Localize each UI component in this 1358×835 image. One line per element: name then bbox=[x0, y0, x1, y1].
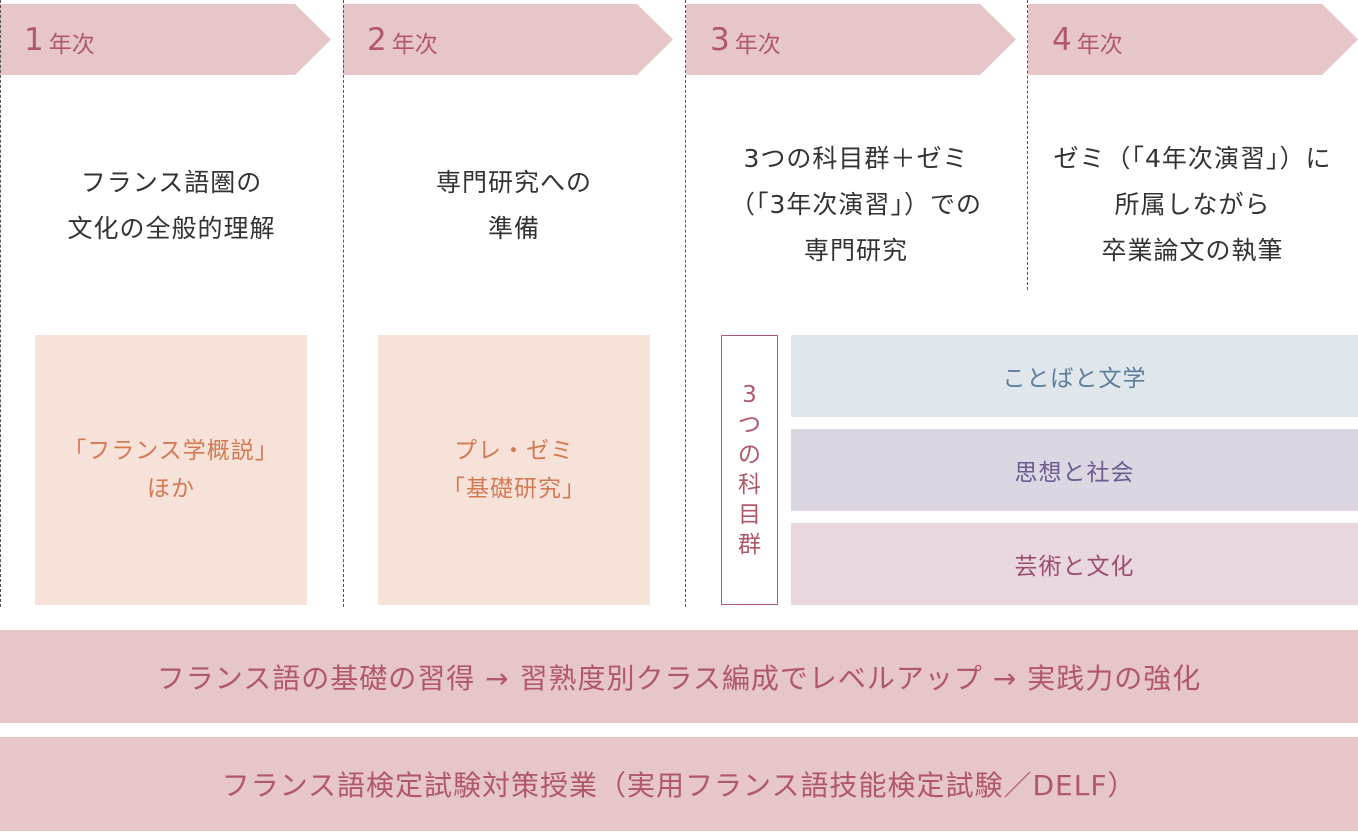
subject-group-thought-society: 思想と社会 bbox=[791, 429, 1358, 511]
language-skills-band: フランス語の基礎の習得 → 習熟度別クラス編成でレベルアップ → 実践力の強化 bbox=[0, 630, 1358, 723]
subject-group-label-char: 科 bbox=[738, 472, 761, 498]
year-3-description-line-1: 3つの科目群＋ゼミ bbox=[743, 144, 969, 173]
subject-group-language-literature-label: ことばと文学 bbox=[1002, 366, 1147, 392]
subject-group-label-char: 目 bbox=[738, 502, 761, 528]
year-4-number: 4 bbox=[1052, 21, 1073, 58]
year-1-number: 1 bbox=[24, 21, 45, 58]
year-2-number: 2 bbox=[367, 21, 388, 58]
year-3-number: 3 bbox=[710, 21, 731, 58]
subject-group-label: 3 つ の 科 目 群 bbox=[721, 335, 778, 605]
course-box-year-2-line-2: 「基礎研究」 bbox=[442, 476, 586, 502]
year-3-description: 3つの科目群＋ゼミ （「3年次演習」）での 専門研究 bbox=[685, 136, 1027, 274]
year-4-description-line-3: 卒業論文の執筆 bbox=[1101, 236, 1284, 265]
year-4-description-line-2: 所属しながら bbox=[1114, 190, 1271, 219]
subject-group-label-char: つ bbox=[738, 412, 761, 438]
year-4-description-line-1: ゼミ（「4年次演習」）に bbox=[1053, 144, 1332, 173]
year-2-description-line-2: 準備 bbox=[487, 214, 540, 243]
year-2-description-line-1: 専門研究への bbox=[435, 168, 592, 197]
year-3-unit: 年次 bbox=[734, 31, 781, 58]
year-2-description: 専門研究への 準備 bbox=[343, 160, 685, 252]
subject-group-art-culture: 芸術と文化 bbox=[791, 523, 1358, 605]
course-box-year-2-line-1: プレ・ゼミ bbox=[454, 438, 574, 464]
subject-group-language-literature: ことばと文学 bbox=[791, 335, 1358, 417]
course-box-year-2: プレ・ゼミ 「基礎研究」 bbox=[378, 335, 650, 605]
subject-group-thought-society-label: 思想と社会 bbox=[1014, 460, 1135, 486]
subject-group-label-char: 3 bbox=[742, 382, 757, 408]
course-box-year-1-line-1: 「フランス学概説」 bbox=[63, 438, 279, 464]
exam-prep-band-text: フランス語検定試験対策授業（実用フランス語技能検定試験／DELF） bbox=[221, 769, 1137, 802]
year-1-description-line-1: フランス語圏の bbox=[80, 168, 263, 197]
year-1-description-line-2: 文化の全般的理解 bbox=[67, 214, 276, 243]
subject-group-label-char: の bbox=[738, 442, 761, 468]
language-skills-band-text: フランス語の基礎の習得 → 習熟度別クラス編成でレベルアップ → 実践力の強化 bbox=[156, 661, 1202, 695]
column-divider-3 bbox=[685, 0, 686, 607]
exam-prep-band: フランス語検定試験対策授業（実用フランス語技能検定試験／DELF） bbox=[0, 737, 1358, 831]
column-divider-2 bbox=[343, 0, 344, 607]
year-2-unit: 年次 bbox=[391, 31, 438, 58]
subject-group-art-culture-label: 芸術と文化 bbox=[1014, 554, 1135, 580]
column-divider-4 bbox=[1027, 0, 1028, 290]
year-1-unit: 年次 bbox=[48, 31, 95, 58]
year-4-description: ゼミ（「4年次演習」）に 所属しながら 卒業論文の執筆 bbox=[1027, 136, 1358, 274]
column-divider-1 bbox=[0, 0, 1, 607]
course-box-year-1-line-2: ほか bbox=[147, 476, 195, 502]
course-box-year-1: 「フランス学概説」 ほか bbox=[35, 335, 307, 605]
year-4-unit: 年次 bbox=[1076, 31, 1123, 58]
year-1-description: フランス語圏の 文化の全般的理解 bbox=[0, 160, 343, 252]
year-3-description-line-3: 専門研究 bbox=[803, 236, 908, 265]
subject-group-label-char: 群 bbox=[738, 532, 761, 558]
year-3-description-line-2: （「3年次演習」）での bbox=[730, 190, 982, 219]
